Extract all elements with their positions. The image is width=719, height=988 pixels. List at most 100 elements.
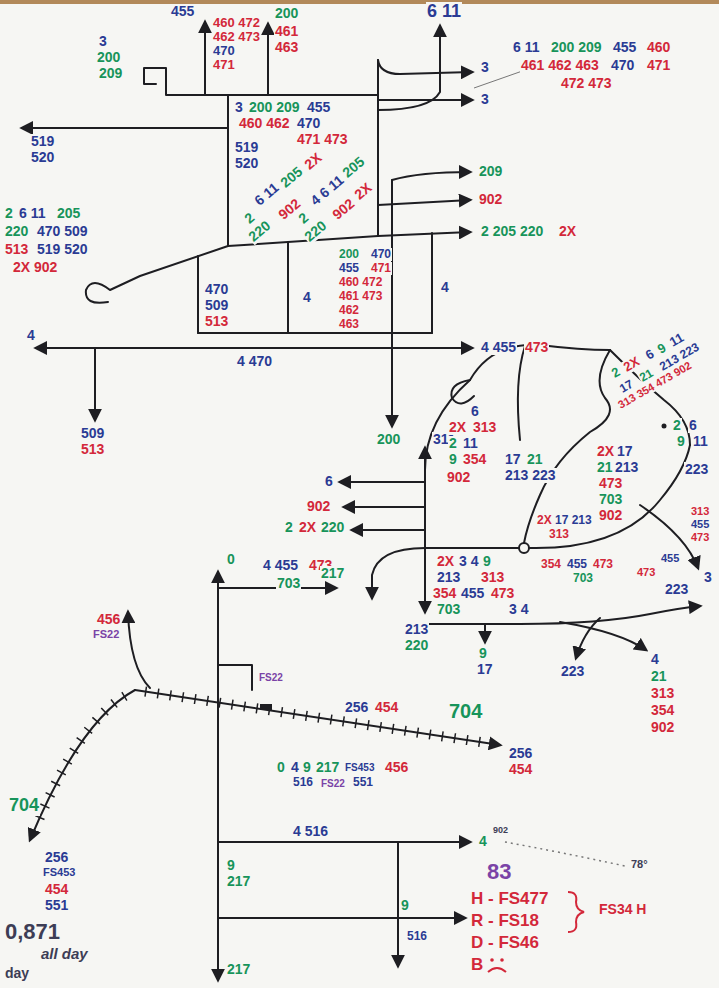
route-label: 4 455 bbox=[262, 558, 299, 573]
route-label: D - FS46 bbox=[470, 934, 540, 953]
route-label: 6 11 bbox=[18, 206, 46, 221]
route-label: 2X 902 bbox=[12, 260, 58, 275]
route-label: 456 bbox=[384, 760, 409, 775]
route-label: 455 bbox=[566, 558, 588, 571]
board-frame bbox=[0, 0, 719, 4]
route-label: 4 bbox=[478, 834, 488, 849]
road bbox=[340, 481, 425, 483]
route-label: 551 bbox=[352, 776, 374, 789]
road bbox=[287, 242, 289, 333]
route-label: 213 223 bbox=[504, 468, 557, 483]
route-label: 6 bbox=[642, 346, 657, 363]
route-label: 4 bbox=[290, 760, 300, 775]
route-label: B bbox=[470, 956, 484, 975]
route-label: 313 bbox=[650, 686, 675, 701]
route-label: 455 bbox=[306, 100, 331, 115]
route-label: 2X bbox=[436, 554, 455, 569]
route-label: 354 bbox=[650, 703, 675, 718]
route-label: 473 bbox=[636, 566, 656, 578]
route-label: 256 bbox=[508, 746, 533, 761]
route-label: 6 11 bbox=[512, 40, 540, 55]
route-label: 470 bbox=[296, 116, 321, 131]
route-label: 473 bbox=[592, 558, 614, 571]
railway-ties bbox=[38, 696, 125, 822]
route-label: 11 bbox=[692, 434, 709, 449]
route-label: 902 bbox=[306, 499, 331, 514]
route-label: 6 11 bbox=[426, 2, 462, 22]
route-label: 2X bbox=[448, 420, 467, 435]
route-label: 21 bbox=[596, 460, 614, 475]
road bbox=[204, 22, 206, 95]
road bbox=[197, 256, 199, 333]
route-label: 200 209 bbox=[550, 40, 603, 55]
route-label: 4 bbox=[440, 280, 450, 295]
route-label: 520 bbox=[234, 156, 259, 171]
road bbox=[227, 95, 229, 246]
route-label: 9 bbox=[654, 340, 669, 357]
route-label: 455 bbox=[338, 262, 360, 275]
route-label: 200 bbox=[376, 432, 401, 447]
route-label: 2 bbox=[448, 436, 458, 451]
route-label: 209 bbox=[98, 66, 123, 81]
road bbox=[529, 445, 690, 548]
road bbox=[576, 618, 600, 658]
route-label: 4 bbox=[26, 328, 36, 343]
route-label: 9 bbox=[400, 898, 410, 913]
face-eye bbox=[500, 958, 504, 962]
route-label: 516 bbox=[292, 776, 314, 789]
route-label: 2X bbox=[558, 224, 577, 239]
route-label: 3 bbox=[480, 92, 490, 107]
route-label: 902 bbox=[329, 195, 358, 223]
route-label: 83 bbox=[486, 860, 512, 884]
road bbox=[228, 94, 378, 96]
route-label: 461 462 463 bbox=[520, 58, 600, 73]
road bbox=[397, 842, 399, 966]
route-label: 223 bbox=[560, 664, 585, 679]
route-label: 2 bbox=[284, 520, 294, 535]
road bbox=[518, 346, 525, 440]
route-label: 17 bbox=[616, 444, 634, 459]
route-label: 703 bbox=[436, 602, 461, 617]
road bbox=[372, 548, 425, 598]
route-label: 462 bbox=[338, 304, 360, 317]
route-label: 354 bbox=[432, 586, 457, 601]
route-label: 2X bbox=[596, 444, 615, 459]
route-label: 470 bbox=[610, 58, 635, 73]
road bbox=[36, 347, 472, 349]
route-label: 2X bbox=[301, 150, 326, 174]
road bbox=[94, 348, 96, 420]
route-label: 461 bbox=[274, 24, 299, 39]
route-label: 455 bbox=[660, 552, 680, 564]
route-label: 200 bbox=[274, 6, 299, 21]
route-label: 3 bbox=[234, 100, 244, 115]
railway-ties bbox=[145, 692, 490, 744]
route-label: 519 bbox=[234, 140, 259, 155]
route-label: 6 bbox=[324, 474, 334, 489]
route-label: 513 bbox=[4, 242, 29, 257]
route-label: 513 bbox=[80, 442, 105, 457]
road bbox=[378, 99, 472, 101]
route-label: 704 bbox=[448, 700, 483, 722]
stop-dot bbox=[662, 424, 667, 429]
route-label: 551 bbox=[44, 898, 69, 913]
route-label: 463 bbox=[274, 40, 299, 55]
route-label: 703 bbox=[598, 492, 623, 507]
route-label: 2X bbox=[298, 520, 317, 535]
route-label: 9 bbox=[482, 554, 492, 569]
route-label: 470 bbox=[212, 44, 236, 58]
route-label: 220 bbox=[4, 224, 29, 239]
railway bbox=[135, 690, 500, 745]
route-label: 354 bbox=[462, 452, 487, 467]
route-label: R - FS18 bbox=[470, 912, 540, 931]
road bbox=[391, 180, 393, 426]
route-label: FS22 bbox=[258, 672, 284, 683]
road bbox=[425, 547, 519, 549]
route-label: 473 bbox=[690, 531, 710, 543]
road bbox=[378, 26, 440, 110]
route-label: 4 516 bbox=[292, 824, 329, 839]
route-label: 455 bbox=[690, 518, 710, 530]
route-label: 513 bbox=[204, 314, 229, 329]
road bbox=[218, 841, 470, 843]
route-label: 17 213 bbox=[554, 514, 593, 527]
